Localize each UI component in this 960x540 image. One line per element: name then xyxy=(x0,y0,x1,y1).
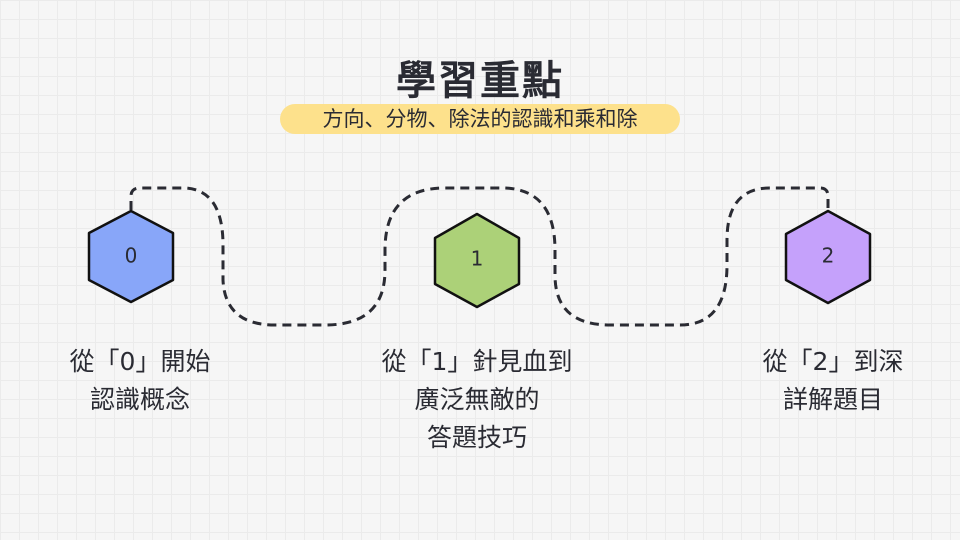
step-label-0: 從「0」開始 認識概念 xyxy=(20,343,260,419)
label-line: 從「1」針見血到 xyxy=(381,347,573,376)
subtitle-badge: 方向、分物、除法的認識和乘和除 xyxy=(280,104,680,134)
step-number: 2 xyxy=(822,244,835,268)
label-line: 認識概念 xyxy=(89,385,190,414)
page-title: 學習重點 xyxy=(396,58,564,104)
step-number: 1 xyxy=(471,247,484,271)
step-hexagon-2: 2 xyxy=(784,209,872,305)
step-label-1: 從「1」針見血到 廣泛無敵的 答題技巧 xyxy=(357,343,597,457)
step-number: 0 xyxy=(125,244,138,268)
step-hexagon-0: 0 xyxy=(87,209,175,304)
label-line: 從「0」開始 xyxy=(69,347,211,376)
step-hexagon-1: 1 xyxy=(433,212,521,309)
label-line: 詳解題目 xyxy=(782,385,883,414)
label-line: 從「2」到深 xyxy=(762,347,904,376)
step-label-2: 從「2」到深 詳解題目 xyxy=(713,343,953,419)
dashed-path xyxy=(129,186,830,327)
label-line: 答題技巧 xyxy=(426,423,527,452)
label-line: 廣泛無敵的 xyxy=(414,385,540,414)
